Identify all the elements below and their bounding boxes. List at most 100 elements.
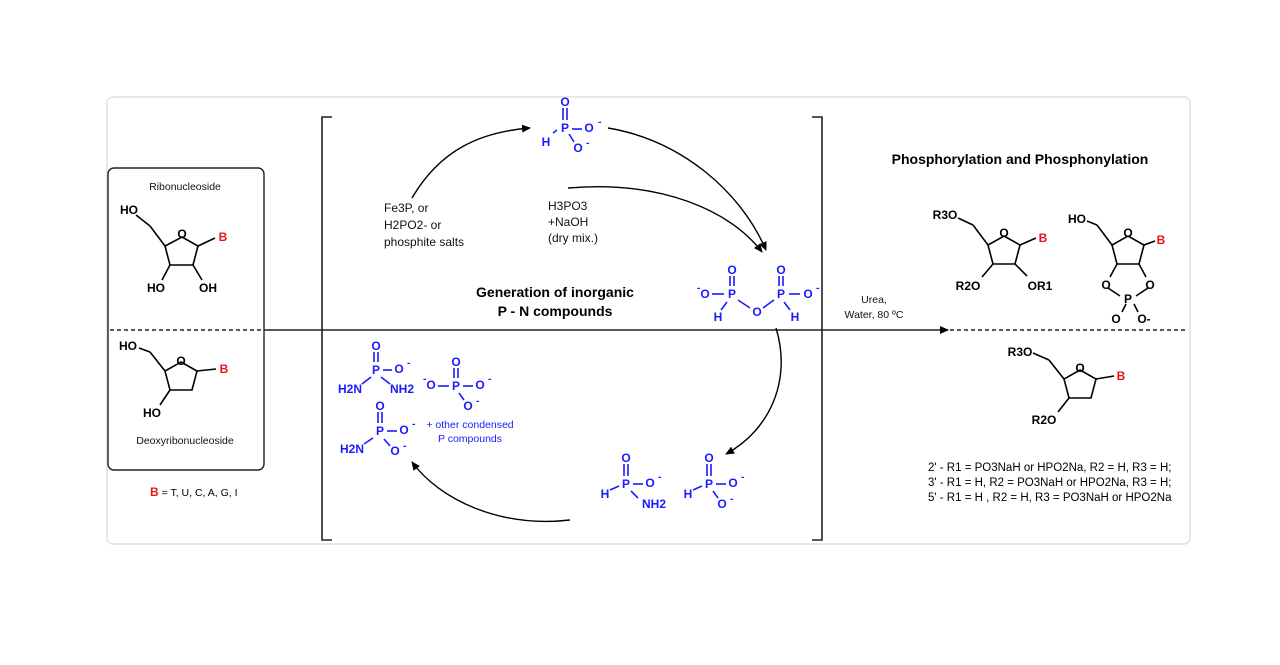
svg-text:R2O: R2O — [1032, 413, 1057, 427]
svg-text:NH2: NH2 — [642, 497, 666, 511]
svg-text:-: - — [598, 116, 602, 128]
svg-text:O: O — [390, 444, 399, 458]
svg-text:R3O: R3O — [1008, 345, 1033, 359]
svg-text:phosphite salts: phosphite salts — [384, 235, 464, 249]
svg-text:+ other condensed: + other condensed — [426, 419, 513, 431]
footnote-2: 3' - R1 = H, R2 = PO3NaH or HPO2Na, R3 =… — [928, 477, 1171, 489]
svg-text:O: O — [463, 399, 472, 413]
svg-text:H2PO2- or: H2PO2- or — [384, 218, 441, 232]
svg-text:O: O — [177, 227, 186, 241]
svg-text:O: O — [752, 305, 761, 319]
svg-text:O: O — [475, 378, 484, 392]
svg-text:O: O — [700, 287, 709, 301]
svg-text:O: O — [776, 263, 785, 277]
svg-text:P: P — [1124, 292, 1132, 306]
svg-text:P: P — [728, 287, 736, 301]
svg-text:-: - — [658, 471, 662, 483]
svg-text:O: O — [399, 423, 408, 437]
svg-text:HO: HO — [1068, 212, 1086, 226]
cycle-center-title-2: P - N compounds — [498, 303, 613, 319]
svg-text:H2N: H2N — [340, 442, 364, 456]
svg-text:O: O — [1111, 312, 1120, 326]
svg-text:P: P — [452, 379, 460, 393]
svg-text:H: H — [684, 487, 693, 501]
svg-text:O: O — [717, 497, 726, 511]
ribonucleoside-label: Ribonucleoside — [149, 181, 221, 193]
svg-text:B: B — [219, 230, 228, 244]
ribonucleoside-structure: HO O B HO OH — [120, 203, 228, 295]
deoxyribonucleoside-structure: HO O B HO — [119, 339, 229, 420]
svg-text:NH2: NH2 — [390, 382, 414, 396]
svg-text:HO: HO — [120, 203, 138, 217]
svg-text:(dry mix.): (dry mix.) — [548, 231, 598, 245]
svg-text:P: P — [372, 363, 380, 377]
svg-text:-: - — [407, 357, 411, 369]
svg-text:O: O — [584, 121, 593, 135]
svg-text:-: - — [403, 440, 407, 452]
svg-text:-: - — [476, 395, 480, 407]
svg-text:H: H — [791, 310, 800, 324]
svg-text:-: - — [730, 493, 734, 505]
svg-text:OH: OH — [199, 281, 217, 295]
pyrophosphite: O P O - H O P O O - H — [697, 263, 820, 324]
svg-text:O: O — [727, 263, 736, 277]
right-title: Phosphorylation and Phosphonylation — [892, 151, 1149, 167]
pn-compounds: O P O - H2N NH2 O P O - O - O - O — [338, 339, 514, 458]
svg-text:+NaOH: +NaOH — [548, 215, 588, 229]
amido-phosphite: O P H O - NH2 — [601, 451, 667, 511]
svg-text:P: P — [777, 287, 785, 301]
svg-text:O: O — [1145, 278, 1154, 292]
svg-text:O: O — [375, 399, 384, 413]
svg-text:O: O — [704, 451, 713, 465]
deoxyribose-product: R3O O B R2O — [1008, 345, 1126, 427]
svg-text:B: B — [1157, 233, 1166, 247]
conditions-1: Urea, — [861, 294, 887, 306]
svg-text:P: P — [561, 121, 569, 135]
svg-text:O: O — [560, 95, 569, 109]
bottom-phosphonate: O P H O - O - — [684, 451, 745, 511]
svg-text:-: - — [412, 418, 416, 430]
left-bracket — [321, 116, 332, 541]
svg-text:O: O — [1101, 278, 1110, 292]
conditions-2: Water, 80 ºC — [845, 309, 904, 321]
svg-text:O: O — [176, 354, 185, 368]
svg-text:O: O — [451, 355, 460, 369]
right-panel: Phosphorylation and Phosphonylation R3O … — [892, 151, 1172, 504]
svg-text:R2O: R2O — [956, 279, 981, 293]
svg-text:P: P — [622, 477, 630, 491]
svg-text:H: H — [542, 135, 551, 149]
svg-text:O: O — [728, 476, 737, 490]
svg-text:O: O — [573, 141, 582, 155]
svg-text:O: O — [803, 287, 812, 301]
svg-text:O: O — [999, 226, 1008, 240]
svg-text:R3O: R3O — [933, 208, 958, 222]
right-bracket — [812, 116, 823, 541]
nucleoside-box — [107, 167, 265, 471]
svg-text:Fe3P, or: Fe3P, or — [384, 201, 428, 215]
footnote-1: 2' - R1 = PO3NaH or HPO2Na, R2 = H, R3 =… — [928, 462, 1171, 474]
svg-text:B: B — [1039, 231, 1048, 245]
svg-text:HO: HO — [143, 406, 161, 420]
svg-text:O: O — [645, 476, 654, 490]
outer-frame — [106, 96, 1191, 545]
svg-text:P: P — [376, 424, 384, 438]
svg-text:O: O — [426, 378, 435, 392]
svg-text:H2N: H2N — [338, 382, 362, 396]
svg-text:H: H — [714, 310, 723, 324]
svg-text:-: - — [816, 282, 820, 294]
footnote-3: 5' - R1 = H , R2 = H, R3 = PO3NaH or HPO… — [928, 492, 1172, 504]
svg-text:HO: HO — [147, 281, 165, 295]
left-panel: Ribonucleoside HO O B HO OH HO O B HO — [107, 167, 265, 499]
top-phosphonate: O P H O - O - — [542, 95, 602, 155]
base-key: B = T, U, C, A, G, I — [150, 485, 238, 499]
svg-text:O: O — [621, 451, 630, 465]
svg-text:OR1: OR1 — [1028, 279, 1053, 293]
svg-text:-: - — [488, 373, 492, 385]
ribose-product: R3O O B R2O OR1 — [933, 208, 1053, 293]
svg-text:H3PO3: H3PO3 — [548, 199, 588, 213]
svg-text:O: O — [371, 339, 380, 353]
svg-text:-: - — [697, 282, 701, 294]
svg-text:H: H — [601, 487, 610, 501]
cyclic-phosphate-product: HO O B O P O O O- — [1068, 212, 1166, 326]
